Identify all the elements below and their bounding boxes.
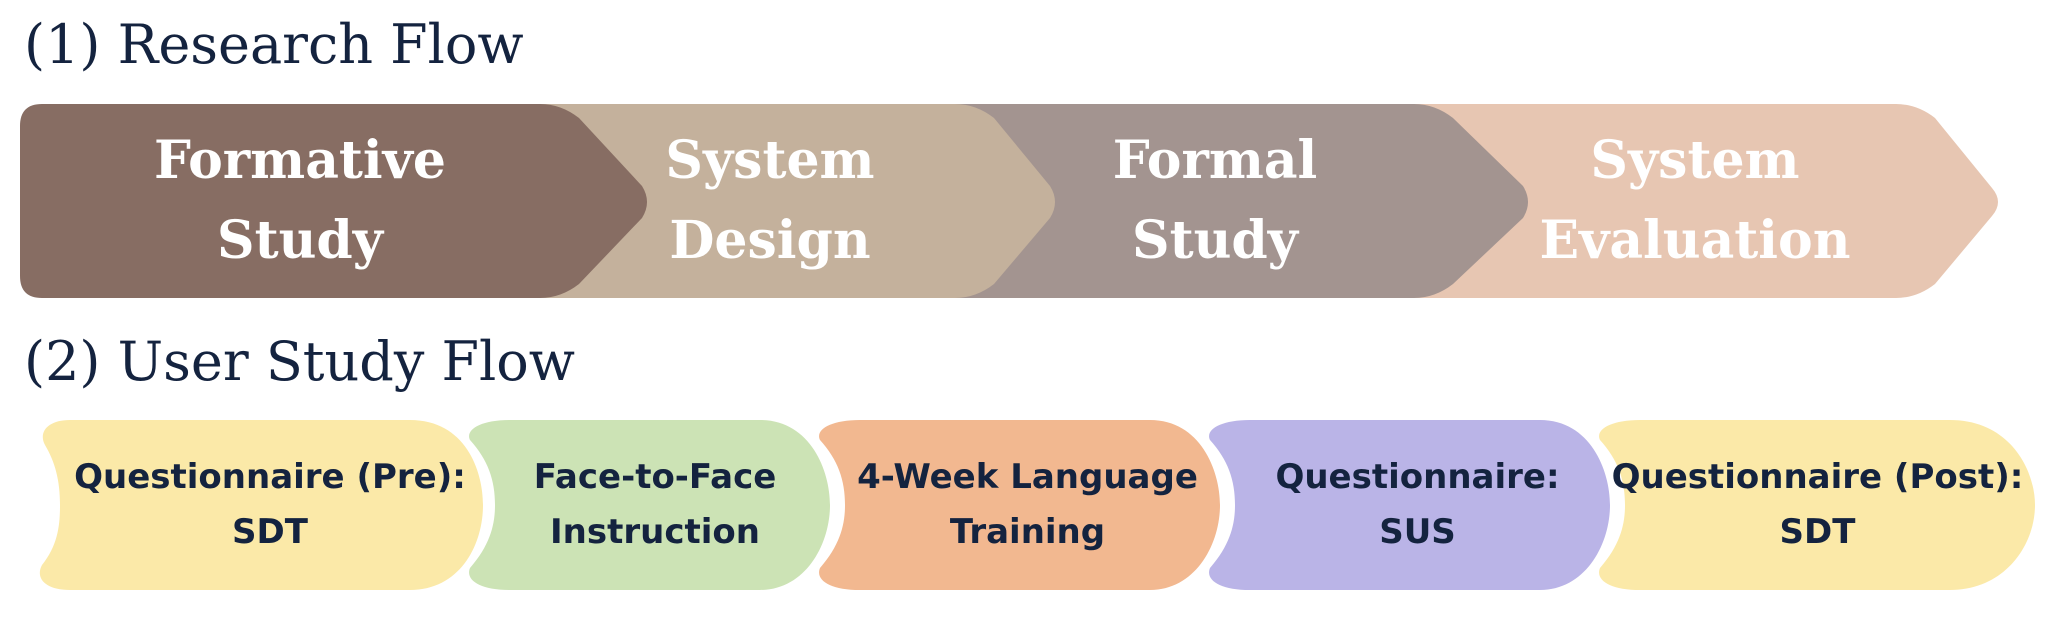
research-step-4-line2: Evaluation	[1539, 210, 1851, 271]
user-step-1-line1: Questionnaire (Pre):	[74, 457, 466, 497]
user-step-2-line2: Instruction	[550, 512, 760, 552]
user-step-4-shape	[1209, 420, 1610, 590]
user-step-5-shape	[1599, 420, 2035, 590]
research-step-1-shape	[20, 104, 647, 298]
research-step-2-shape	[520, 104, 1055, 298]
research-step-1-line2: Study	[217, 210, 383, 271]
research-step-system-evaluation: System Evaluation	[1510, 121, 1880, 281]
research-flow-title: (1) Research Flow	[24, 13, 524, 76]
user-step-1-shape	[39, 420, 483, 590]
user-step-3-line2: Training	[949, 512, 1106, 552]
research-step-3-shape	[930, 104, 1528, 298]
user-study-flow-title: (2) User Study Flow	[24, 330, 575, 393]
user-step-questionnaire-pre-sdt: Questionnaire (Pre): SDT	[60, 448, 480, 562]
user-step-1-line2: SDT	[232, 512, 308, 552]
user-step-language-training: 4-Week Language Training	[845, 448, 1210, 562]
research-step-1-line1: Formative	[154, 130, 446, 191]
user-step-2-shape	[469, 420, 830, 590]
user-step-3-line1: 4-Week Language	[857, 457, 1198, 497]
research-step-3-line1: Formal	[1112, 130, 1318, 191]
user-step-face-to-face-instruction: Face-to-Face Instruction	[495, 448, 815, 562]
user-step-3-shape	[819, 420, 1220, 590]
research-step-system-design: System Design	[590, 121, 950, 281]
user-step-5-line1: Questionnaire (Post):	[1611, 457, 2024, 497]
user-step-questionnaire-sus: Questionnaire: SUS	[1235, 448, 1600, 562]
research-step-2-line2: Design	[669, 210, 871, 271]
research-step-formative-study: Formative Study	[20, 121, 580, 281]
research-step-3-line2: Study	[1132, 210, 1298, 271]
research-step-4-shape	[1400, 104, 1998, 298]
user-step-4-line1: Questionnaire:	[1275, 457, 1560, 497]
user-step-4-line2: SUS	[1379, 512, 1456, 552]
user-step-5-line2: SDT	[1779, 512, 1856, 552]
research-step-2-line1: System	[665, 130, 875, 191]
research-step-formal-study: Formal Study	[1040, 121, 1390, 281]
user-step-questionnaire-post-sdt: Questionnaire (Post): SDT	[1600, 448, 2035, 562]
user-step-2-line1: Face-to-Face	[533, 457, 777, 497]
research-step-4-line1: System	[1590, 130, 1800, 191]
